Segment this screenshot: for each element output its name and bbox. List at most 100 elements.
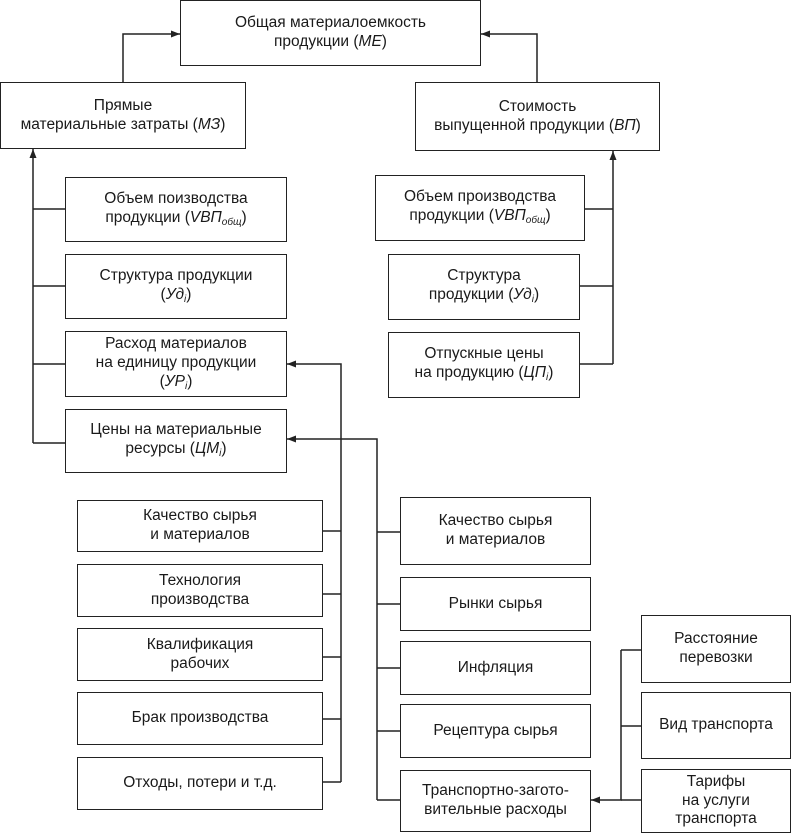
node-line: вительные расходы xyxy=(424,801,567,818)
node-line: Технология xyxy=(158,571,241,589)
text: выпущенной продукции ( xyxy=(434,116,615,134)
node-output-value: Стоимость выпущенной продукции (ВП) xyxy=(415,82,660,151)
symbol: ЦМ xyxy=(194,440,220,458)
node-pf-raw-material-recipe: Рецептура сырья xyxy=(400,704,591,758)
node-line: Структура продукции xyxy=(99,266,253,284)
node-line: Качество сырья xyxy=(143,507,257,525)
subscript: i xyxy=(219,448,222,460)
connector-left-to-top xyxy=(122,30,180,82)
node-line: (Удi) xyxy=(161,286,192,306)
node-line: Расход материалов xyxy=(105,335,247,352)
symbol: ЦП xyxy=(523,364,547,382)
node-tf-transport-tariffs: Тарифы на услуги транспорта xyxy=(641,769,791,833)
text: ) xyxy=(635,116,641,134)
node-cf-production-defects: Брак производства xyxy=(77,692,323,745)
node-line: и материалов xyxy=(150,526,250,543)
connector-transport-bus xyxy=(591,650,622,804)
node-line: продукции (VВПобщ) xyxy=(105,209,246,229)
connector-consumption-bus xyxy=(287,360,342,782)
text: ) xyxy=(548,364,554,382)
node-line: Отпускные цены xyxy=(424,345,544,363)
node-line: Рынки сырья xyxy=(448,594,543,612)
node-line: рабочих xyxy=(170,654,230,672)
symbol: УР xyxy=(164,372,185,390)
node-line: на продукцию (ЦПi) xyxy=(415,364,554,384)
node-cf-worker-qualification: Квалификация рабочих xyxy=(77,628,323,681)
node-line: материальные затраты (МЗ) xyxy=(21,116,226,135)
connector-right-to-top xyxy=(481,30,538,82)
node-line: Тарифы xyxy=(686,772,746,790)
text: продукции ( xyxy=(105,208,190,226)
node-total-material-intensity: Общая материалоемкость продукции (МЕ) xyxy=(180,0,481,66)
node-line: выпущенной продукции (ВП) xyxy=(434,117,641,136)
text: ) xyxy=(220,115,226,133)
text: ) xyxy=(533,286,540,304)
subscript: i xyxy=(184,293,187,305)
node-line: на услуги xyxy=(682,791,750,809)
node-line: продукции (VВПобщ) xyxy=(409,207,550,227)
node-pf-raw-material-quality: Качество сырья и материалов xyxy=(400,497,591,565)
text: продукции ( xyxy=(274,33,359,50)
node-left-production-volume: Объем поизводства продукции (VВПобщ) xyxy=(65,177,287,242)
symbol: VВП xyxy=(493,207,526,225)
symbol: VВП xyxy=(189,208,222,226)
node-tf-transport-type: Вид транспорта xyxy=(641,692,791,759)
text: ресурсы ( xyxy=(125,440,195,458)
text: на продукцию ( xyxy=(414,364,524,382)
node-line: Качество сырья xyxy=(438,512,553,530)
text: материальные затраты ( xyxy=(20,115,198,133)
node-line: Объем производства xyxy=(403,188,556,206)
node-pf-transport-procurement-costs: Транспортно-загото- вительные расходы xyxy=(400,770,591,832)
node-cf-raw-material-quality: Качество сырья и материалов xyxy=(77,500,323,552)
text: ( xyxy=(159,372,165,390)
node-line: Транспортно-загото- xyxy=(422,782,569,800)
subscript: i xyxy=(531,294,534,306)
node-line: ресурсы (ЦМi) xyxy=(125,440,226,460)
node-line: и материалов xyxy=(445,531,546,548)
text: продукции ( xyxy=(428,286,514,304)
symbol: ВП xyxy=(614,116,636,134)
text: ( xyxy=(160,285,166,303)
symbol: МЕ xyxy=(358,33,382,50)
node-cf-production-technology: Технология производства xyxy=(77,564,323,617)
node-line: Стоимость xyxy=(498,97,577,115)
node-line: продукции (Удi) xyxy=(429,286,539,306)
node-line: Брак производства xyxy=(131,709,269,727)
symbol: МЗ xyxy=(197,115,221,133)
node-right-product-structure: Структура продукции (Удi) xyxy=(388,254,580,320)
symbol: Уд xyxy=(513,286,532,304)
subscript: общ xyxy=(221,216,242,228)
node-line: Отходы, потери и т.д. xyxy=(123,774,277,792)
node-left-product-structure: Структура продукции (Удi) xyxy=(65,254,287,319)
node-line: транспорта xyxy=(675,810,757,828)
node-line: Рецептура сырья xyxy=(433,721,558,739)
node-line: Вид транспорта xyxy=(659,716,773,734)
node-line: Цены на материальные xyxy=(90,421,262,439)
symbol: Уд xyxy=(165,285,185,303)
subscript: i xyxy=(546,372,549,384)
node-line: Общая материалоемкость xyxy=(234,14,426,32)
text: ) xyxy=(221,440,227,458)
node-line: Структура xyxy=(447,267,521,285)
node-direct-material-costs: Прямые материальные затраты (МЗ) xyxy=(0,82,246,149)
node-line: на единицу продукции xyxy=(95,353,257,371)
subscript: i xyxy=(185,380,188,392)
node-tf-transport-distance: Расстояние перевозки xyxy=(641,615,791,683)
node-material-resource-prices: Цены на материальные ресурсы (ЦМi) xyxy=(65,409,287,473)
node-line: (УРi) xyxy=(160,373,193,393)
text: ) xyxy=(545,207,551,225)
node-line: продукции (МЕ) xyxy=(274,33,387,52)
node-line: Прямые xyxy=(93,96,153,114)
node-line: Объем поизводства xyxy=(104,189,248,207)
node-line: Расстояние xyxy=(674,630,758,648)
node-selling-prices: Отпускные цены на продукцию (ЦПi) xyxy=(388,332,580,398)
text: ) xyxy=(381,33,387,50)
node-pf-raw-material-markets: Рынки сырья xyxy=(400,577,591,631)
connector-prices-bus xyxy=(287,435,378,800)
node-line: перевозки xyxy=(679,649,753,666)
node-line: Квалификация xyxy=(146,635,254,653)
text: ) xyxy=(187,372,193,390)
node-line: Инфляция xyxy=(457,658,534,676)
